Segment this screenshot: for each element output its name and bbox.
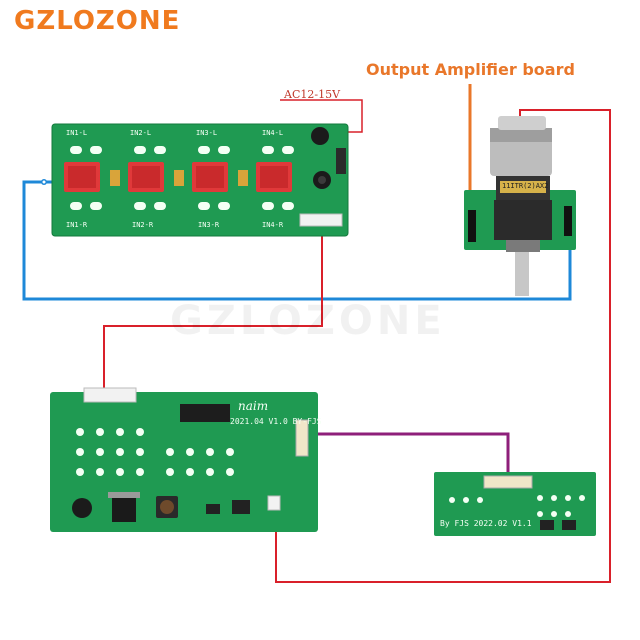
watermark: GZLOZONE xyxy=(170,298,446,344)
regulator xyxy=(112,496,136,522)
capacitor xyxy=(311,127,329,145)
control-board-version: 2021.04 V1.0 BY-FJS xyxy=(230,417,322,426)
red-wire-output xyxy=(275,109,611,583)
small-board-version: By FJS 2022.02 V1.1 xyxy=(440,519,532,528)
output-amp-label: Output Amplifier board xyxy=(366,60,575,79)
input-label: IN4-L xyxy=(262,129,284,137)
input-label: IN3-R xyxy=(198,221,220,229)
ic-chip xyxy=(180,404,230,422)
red-wire-power xyxy=(280,99,363,133)
power-label: AC12-15V xyxy=(284,88,341,101)
output-board xyxy=(464,116,576,296)
input-board xyxy=(41,123,349,237)
control-board xyxy=(50,387,318,532)
purple-wire xyxy=(310,432,510,478)
connector xyxy=(83,387,137,403)
input-label: IN3-L xyxy=(196,129,218,137)
potentiometer xyxy=(494,200,552,240)
naim-logo: naim xyxy=(238,399,269,413)
red-wire-input xyxy=(103,232,323,392)
connector xyxy=(267,495,281,511)
blue-wire xyxy=(22,180,572,301)
capacitor xyxy=(72,498,92,518)
input-label: IN4-R xyxy=(262,221,284,229)
input-label: IN2-L xyxy=(130,129,152,137)
ribbon-connector xyxy=(295,419,309,457)
small-board xyxy=(434,472,596,536)
connector xyxy=(299,213,343,227)
ribbon-connector xyxy=(483,475,533,489)
input-label: IN1-R xyxy=(66,221,88,229)
brand-logo: GZLOZONE xyxy=(14,6,181,36)
pot-part-label: 11ITR(2)AX2 xyxy=(502,182,549,190)
pot-shaft xyxy=(515,252,529,296)
input-label: IN1-L xyxy=(66,129,88,137)
input-label: IN2-R xyxy=(132,221,154,229)
